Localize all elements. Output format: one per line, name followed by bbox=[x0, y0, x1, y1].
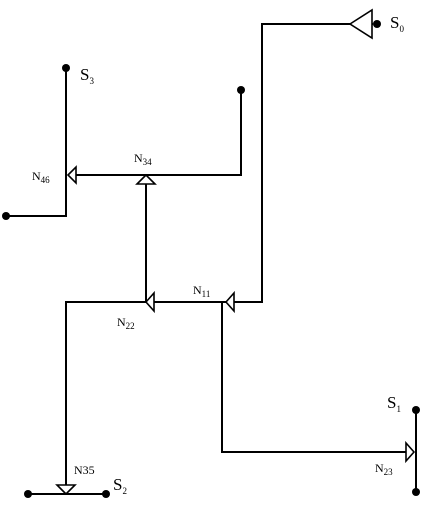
label-s1: S1 bbox=[387, 393, 401, 414]
s0-terminal-dot bbox=[373, 20, 381, 28]
node-symbols bbox=[55, 8, 416, 496]
top-terminal-dot bbox=[237, 86, 245, 94]
label-n46: N46 bbox=[32, 169, 50, 185]
wire-n11-n23 bbox=[221, 301, 413, 453]
n46-triangle-icon bbox=[66, 165, 77, 185]
n11-triangle-icon bbox=[224, 290, 235, 314]
terminals bbox=[2, 20, 420, 498]
wire-top-n34-n46 bbox=[71, 89, 242, 176]
labels: S0 S1 S2 S3 N11 N22 N23 N34 N46 N35 bbox=[32, 13, 404, 496]
label-n11: N11 bbox=[193, 283, 210, 299]
s2-right-terminal-dot bbox=[102, 490, 110, 498]
wire-s3-branch bbox=[5, 67, 67, 217]
n35-triangle-icon bbox=[55, 484, 77, 496]
s1-top-terminal-dot bbox=[412, 406, 420, 414]
label-s0: S0 bbox=[390, 13, 404, 34]
s0-triangle-icon bbox=[348, 8, 373, 40]
s3-terminal-dot bbox=[62, 64, 70, 72]
wires bbox=[5, 23, 417, 495]
label-n35: N35 bbox=[74, 463, 95, 477]
left-terminal-dot bbox=[2, 212, 10, 220]
label-s3: S3 bbox=[80, 65, 94, 86]
label-n23: N23 bbox=[375, 461, 393, 477]
s1-bottom-terminal-dot bbox=[412, 488, 420, 496]
wire-s0-n11 bbox=[227, 23, 373, 303]
n23-triangle-icon bbox=[405, 440, 416, 464]
wire-n22-s2 bbox=[65, 301, 149, 489]
s2-left-terminal-dot bbox=[24, 490, 32, 498]
label-s2: S2 bbox=[113, 475, 127, 496]
n22-triangle-icon bbox=[144, 290, 155, 314]
label-n22: N22 bbox=[117, 315, 135, 331]
n34-triangle-icon bbox=[135, 173, 157, 185]
label-n34: N34 bbox=[134, 151, 152, 167]
